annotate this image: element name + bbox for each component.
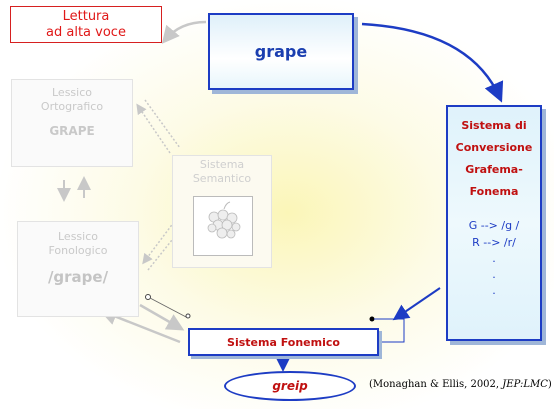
sistema-fonemico-box: Sistema Fonemico [188,328,379,356]
citation: (Monaghan & Ellis, 2002, JEP:LMC) [369,379,554,390]
conv-dot-2: . [492,268,496,281]
lettura-ad-alta-voce-box: Lettura ad alta voce [10,6,162,43]
lettura-line2: ad alta voce [46,25,126,40]
conv-title-2: Conversione [455,141,533,154]
input-word-box: grape [208,13,354,90]
sist-sem-line1: Sistema [199,158,245,171]
citation-post: ) [547,379,552,390]
lessico-fono-word: /grape/ [47,268,109,286]
lessico-fonologico-box: Lessico Fonologico /grape/ [17,221,139,317]
lessico-orto-line2: Ortografico [40,100,104,113]
arrow-grape-to-conversione [361,22,504,103]
citation-journal: JEP:LMC [502,379,548,390]
conv-dot-1: . [492,252,496,265]
conv-title-4: Fonema [469,185,519,198]
input-word: grape [254,42,308,61]
citation-pre: (Monaghan & Ellis, 2002, [369,379,503,390]
sist-sem-line2: Semantico [192,172,252,185]
conv-dot-3: . [492,284,496,297]
output-word-oval: greip [224,371,356,401]
conv-rule-r: R --> /r/ [472,236,516,249]
lessico-orto-word: GRAPE [49,124,95,138]
arrow-conversione-to-fonemico [392,287,441,321]
conversione-grafema-fonema-box: Sistema di Conversione Grafema- Fonema G… [446,105,542,341]
sistema-semantico-box: Sistema Semantico [172,155,272,268]
lessico-ortografico-box: Lessico Ortografico GRAPE [11,79,133,167]
conv-title-1: Sistema di [461,119,527,132]
lettura-line1: Lettura [62,9,110,24]
arrow-grape-to-lettura [161,20,207,44]
lessico-fono-line2: Fonologico [48,244,108,257]
lessico-orto-line1: Lessico [52,86,92,99]
lessico-fono-line1: Lessico [58,230,98,243]
conv-rule-g: G --> /g / [468,219,520,232]
grapes-picture [193,196,253,256]
conv-title-3: Grafema- [465,163,523,176]
output-word: greip [272,379,308,393]
fonemico-label: Sistema Fonemico [227,335,340,349]
